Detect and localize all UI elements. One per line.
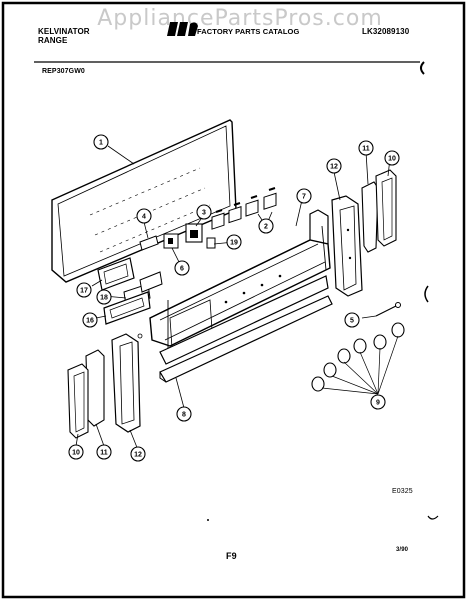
- callout-number: 10: [72, 450, 80, 457]
- callout-10-right: [384, 150, 400, 166]
- part-10-side-panel-left: [67, 363, 89, 439]
- callout-number: 12: [134, 452, 142, 459]
- small-screw-left: [137, 333, 143, 339]
- part-2-switches: [211, 187, 277, 230]
- callout-9: [370, 394, 386, 410]
- part-12-end-cap-right: [331, 195, 363, 297]
- callout-number: 7: [302, 194, 306, 201]
- margin-mark-bottom: [427, 515, 439, 520]
- callout-number: 6: [180, 266, 184, 273]
- callout-number: 1: [99, 140, 103, 147]
- part-16-lens: [103, 291, 151, 325]
- callout-number: 16: [86, 318, 94, 325]
- callout-number: 8: [182, 412, 186, 419]
- callout-number: 17: [80, 288, 88, 295]
- leader-lines: [75, 145, 391, 451]
- callout-5: [344, 312, 360, 328]
- callout-circles: [68, 134, 400, 462]
- callout-10-left: [68, 444, 84, 460]
- callout-number: 4: [142, 214, 146, 221]
- callout-number: 18: [100, 295, 108, 302]
- part-11-bracket-left: [85, 349, 105, 427]
- callout-12-left: [130, 446, 146, 462]
- part-19-clip: [206, 237, 216, 249]
- date-label: 3/90: [396, 547, 409, 553]
- margin-mark-mid: [424, 285, 429, 303]
- catalog-number: LK32089130: [362, 27, 410, 36]
- callout-16: [82, 312, 98, 328]
- callout-6: [174, 260, 190, 276]
- callout-17: [76, 282, 92, 298]
- diagram-code: E0325: [392, 488, 413, 495]
- part-8-trim-strip: [159, 295, 333, 383]
- callout-3: [196, 204, 212, 220]
- model-number: REP307GW0: [42, 68, 85, 75]
- callout-number: 5: [350, 318, 354, 325]
- part-1-panel: [51, 119, 237, 283]
- part-3-switch: [185, 223, 203, 243]
- callout-12-right: [326, 158, 342, 174]
- watermark-text: AppliancePartsPros.com: [97, 6, 383, 31]
- callout-19: [226, 234, 242, 250]
- callout-1: [93, 134, 109, 150]
- part-6-switch: [163, 233, 179, 249]
- callout-number: 10: [388, 156, 396, 163]
- callout-11-right: [358, 140, 374, 156]
- callout-number: 19: [230, 240, 238, 247]
- part-7-control-panel: [149, 209, 331, 365]
- callout-number: 3: [202, 210, 206, 217]
- callout-number: 9: [376, 400, 380, 407]
- part-17-clock: [97, 257, 135, 291]
- callout-number: 12: [330, 164, 338, 171]
- callout-8: [176, 406, 192, 422]
- callout-18: [96, 289, 112, 305]
- callout-11-left: [96, 444, 112, 460]
- part-11-bracket-right: [361, 181, 379, 253]
- margin-mark-top: [420, 61, 425, 75]
- brand-logo: [167, 22, 198, 36]
- callout-7: [296, 188, 312, 204]
- part-4-indicator: [139, 235, 159, 251]
- callout-number: 11: [100, 450, 108, 457]
- callout-number: 2: [264, 224, 268, 231]
- part-10-side-panel-right: [375, 169, 397, 247]
- callout-2: [258, 218, 274, 234]
- callout-4: [136, 208, 152, 224]
- part-9-knobs: [311, 322, 405, 395]
- product-label: RANGE: [38, 36, 68, 45]
- part-5-screw: [375, 302, 401, 317]
- dot-mark: [207, 519, 209, 521]
- catalog-title: FACTORY PARTS CATALOG: [197, 27, 300, 36]
- brand-label: KELVINATOR: [38, 27, 90, 36]
- part-12-end-cap-left: [111, 333, 141, 433]
- page-label: F9: [226, 551, 237, 561]
- callout-number: 11: [362, 146, 370, 153]
